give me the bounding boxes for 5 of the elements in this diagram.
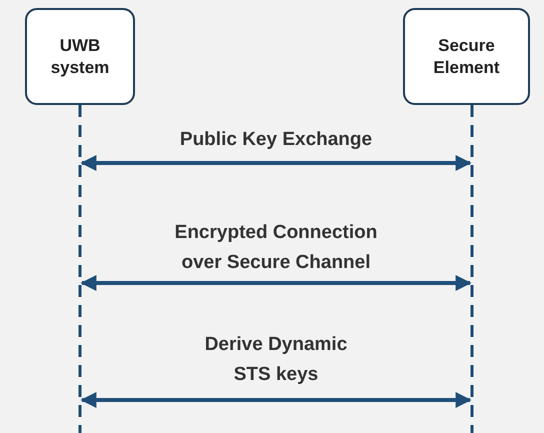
message-arrow	[80, 392, 472, 408]
participant-name: Secure Element	[432, 34, 501, 78]
participant-name: UWB system	[50, 34, 110, 78]
message-arrow	[80, 275, 472, 291]
message-arrow	[80, 155, 472, 171]
